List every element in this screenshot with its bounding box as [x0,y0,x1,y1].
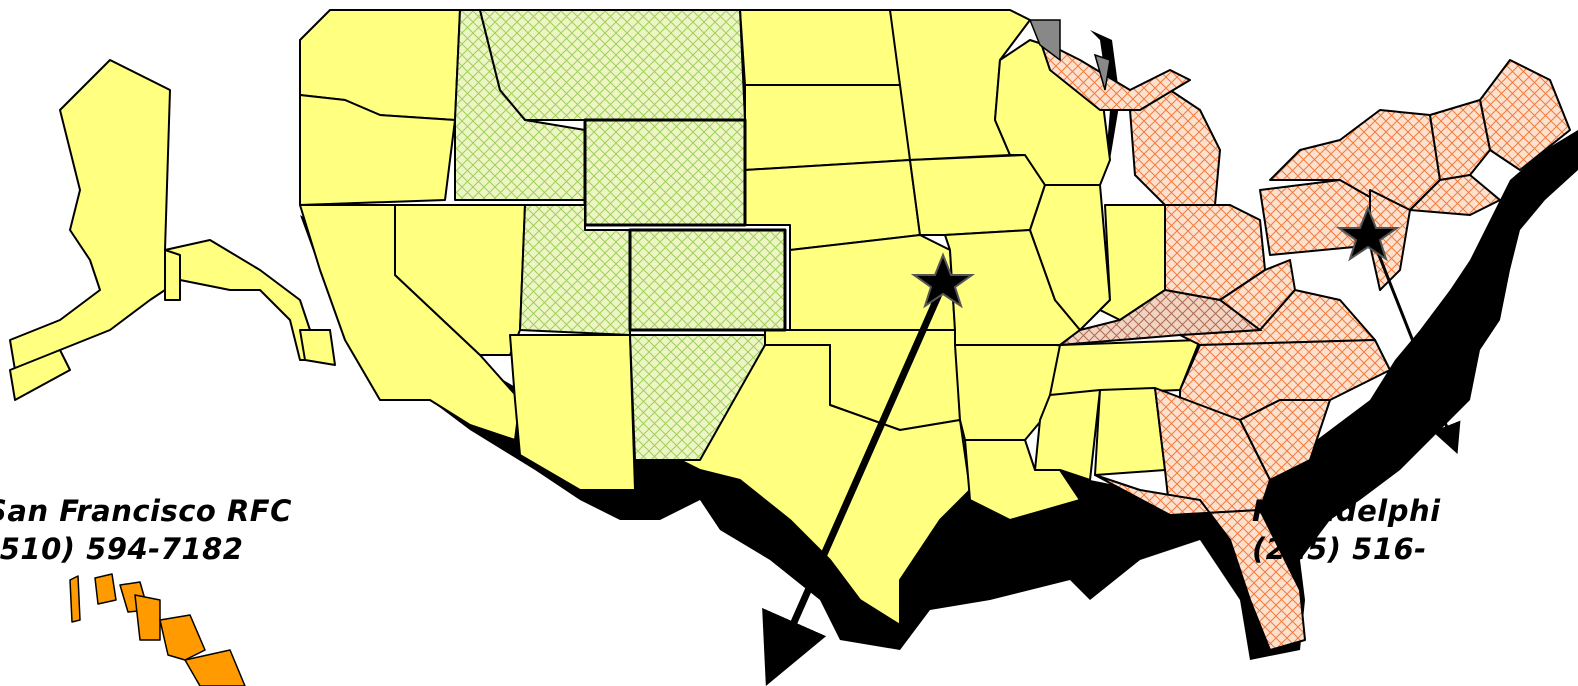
state-montana [479,9,746,121]
state-florida [1094,474,1306,651]
philadelphia-office-name: Philadelphi [1252,494,1441,528]
hawaii [69,573,246,686]
state-louisiana [964,439,1081,521]
state-iowa [909,154,1046,236]
philadelphia-office-phone: (215) 516- [1252,532,1427,566]
state-mass-ct [1409,174,1501,216]
philadelphia-office-label: Philadelphi (215) 516- [1252,492,1441,568]
san-francisco-office-label: San Francisco RFC (510) 594-7182 [0,492,292,568]
state-kentucky [1056,288,1263,347]
san-francisco-office-name: San Francisco RFC [0,494,292,528]
state-tennessee [1049,339,1201,396]
western-states [299,9,1201,626]
state-alabama [1094,387,1166,476]
phl-arrow [1371,239,1461,454]
state-vermont-nh [1429,99,1491,181]
kc-arrow [762,283,947,686]
state-texas [679,344,971,626]
kansas-city-star-icon [910,252,976,309]
state-upper-michigan [1039,39,1191,111]
alaska [9,59,336,401]
state-michigan [1129,89,1221,206]
philadelphia-star-icon [1335,205,1401,262]
state-newmexico [629,334,766,461]
state-southdakota [744,84,911,171]
lake-shading [1028,19,1111,91]
state-wyoming [583,118,747,227]
eastern-states [1039,39,1571,651]
state-northdakota [739,9,906,86]
state-colorado [628,228,787,332]
mountain-states [454,9,787,461]
state-arizona [509,334,636,491]
san-francisco-office-phone: (510) 594-7182 [0,532,244,566]
